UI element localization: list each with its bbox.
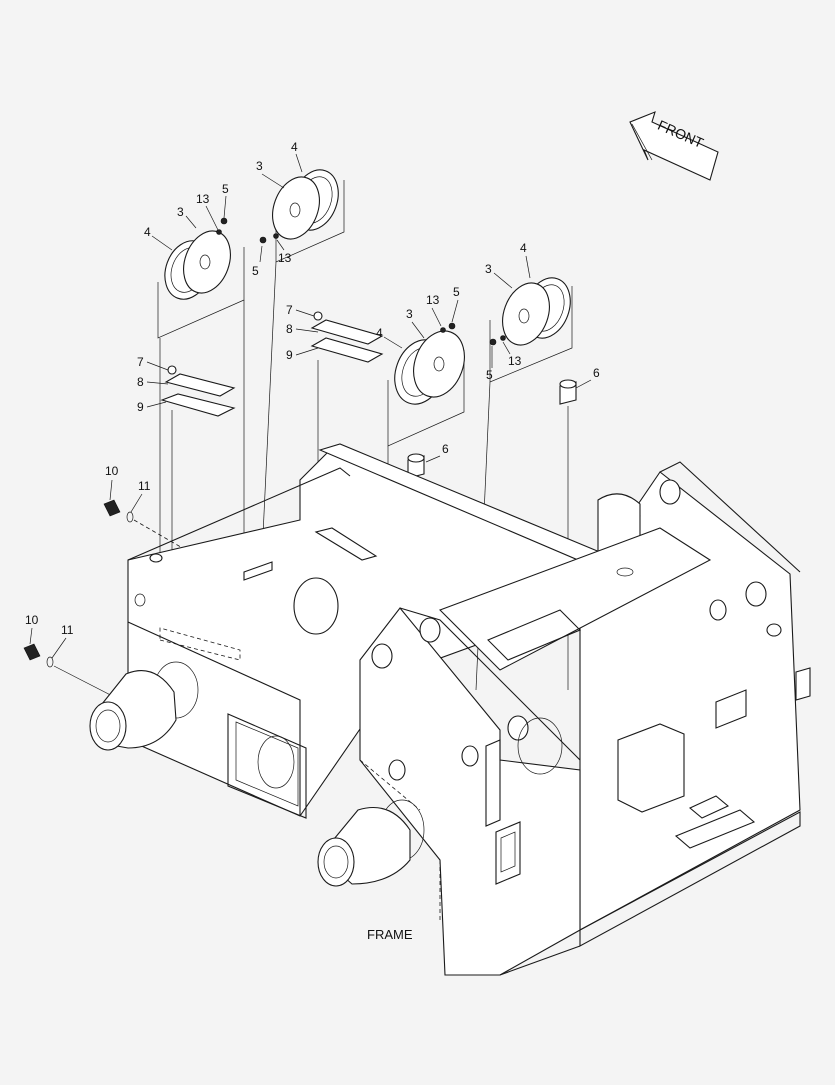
callout-label: 7 <box>137 355 144 369</box>
callout-labels: 4 3 13 5 3 4 5 13 4 3 5 13 4 3 13 5 7 8 … <box>25 140 600 637</box>
callout-label: 4 <box>520 241 527 255</box>
callout-label: 3 <box>485 262 492 276</box>
cover-group-mid <box>387 322 465 447</box>
callout-label: 6 <box>593 366 600 380</box>
callout-label: 8 <box>286 322 293 336</box>
callout-label: 5 <box>252 264 259 278</box>
leader-lines <box>29 153 592 659</box>
callout-label: 4 <box>144 225 151 239</box>
callout-label: 5 <box>486 368 493 382</box>
plug-6-right <box>559 379 577 690</box>
callout-label: 5 <box>453 285 460 299</box>
callout-label: 10 <box>25 613 39 627</box>
callout-label: 9 <box>137 400 144 414</box>
callout-label: 5 <box>222 182 229 196</box>
callout-label: 4 <box>376 326 383 340</box>
main-frame <box>89 443 811 976</box>
callout-label: 4 <box>291 140 298 154</box>
callout-label: 7 <box>286 303 293 317</box>
callout-label: 8 <box>137 375 144 389</box>
callout-label: 13 <box>278 251 292 265</box>
callout-label: 13 <box>196 192 210 206</box>
callout-label: 3 <box>406 307 413 321</box>
callout-label: 3 <box>256 159 263 173</box>
access-plate-left <box>160 365 236 640</box>
callout-label: 11 <box>138 479 151 493</box>
diagram-title: FRAME <box>367 927 413 942</box>
front-direction-arrow: FRONT <box>629 111 719 181</box>
callout-label: 10 <box>105 464 119 478</box>
callout-label: 13 <box>508 354 522 368</box>
cover-group-left <box>157 217 245 339</box>
callout-label: 9 <box>286 348 293 362</box>
callout-label: 13 <box>426 293 440 307</box>
cover-group-left-upper <box>259 169 345 263</box>
callout-label: 6 <box>442 442 449 456</box>
cover-group-right <box>489 277 573 383</box>
callout-label: 11 <box>61 623 74 637</box>
callout-label: 3 <box>177 205 184 219</box>
